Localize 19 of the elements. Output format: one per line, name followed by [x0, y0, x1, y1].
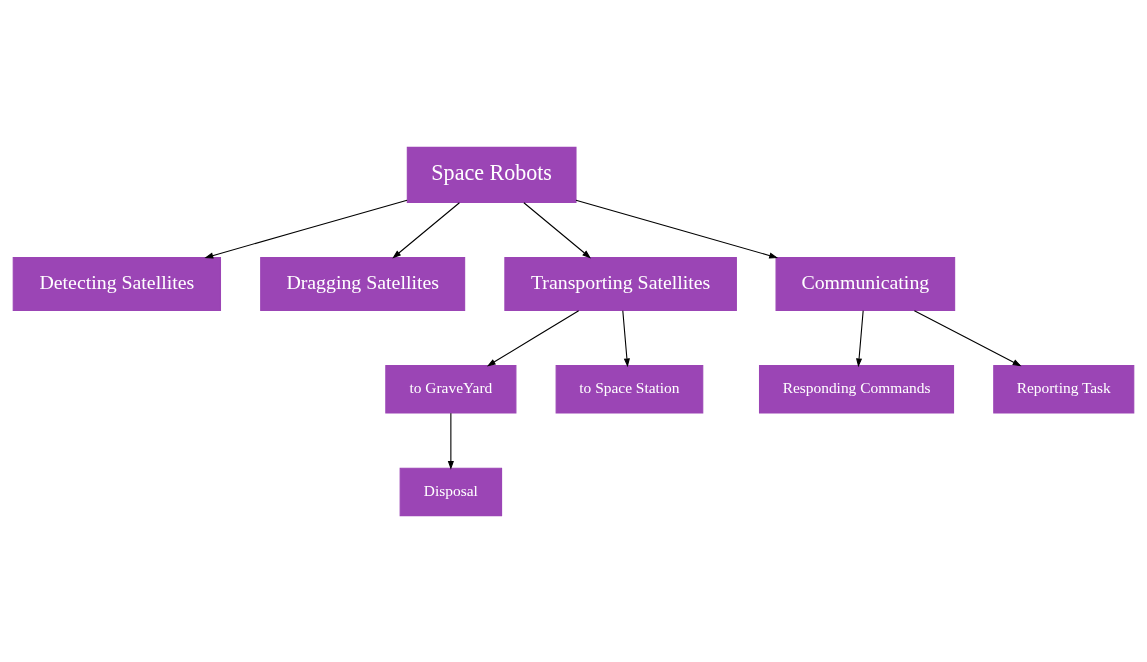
arrow [204, 199, 408, 259]
node-box: Reporting Task [993, 364, 1135, 414]
node-box: Detecting Satellites [12, 256, 222, 311]
node-box: Dragging Satellites [260, 256, 466, 311]
node-box: to Space Station [555, 364, 704, 414]
arrow [575, 199, 779, 259]
node-box: Space Robots [406, 146, 577, 203]
node-box: Disposal [399, 467, 503, 516]
node-box: Responding Commands [758, 364, 955, 414]
node-box: Transporting Satellites [504, 256, 737, 311]
arrow [447, 412, 454, 470]
arrow [486, 309, 580, 366]
arrow [392, 201, 460, 258]
arrow [913, 309, 1022, 366]
arrow [622, 309, 630, 367]
arrow [523, 201, 591, 258]
node-box: to GraveYard [385, 364, 517, 414]
arrow [856, 309, 864, 367]
node-box: Communicating [775, 256, 956, 311]
